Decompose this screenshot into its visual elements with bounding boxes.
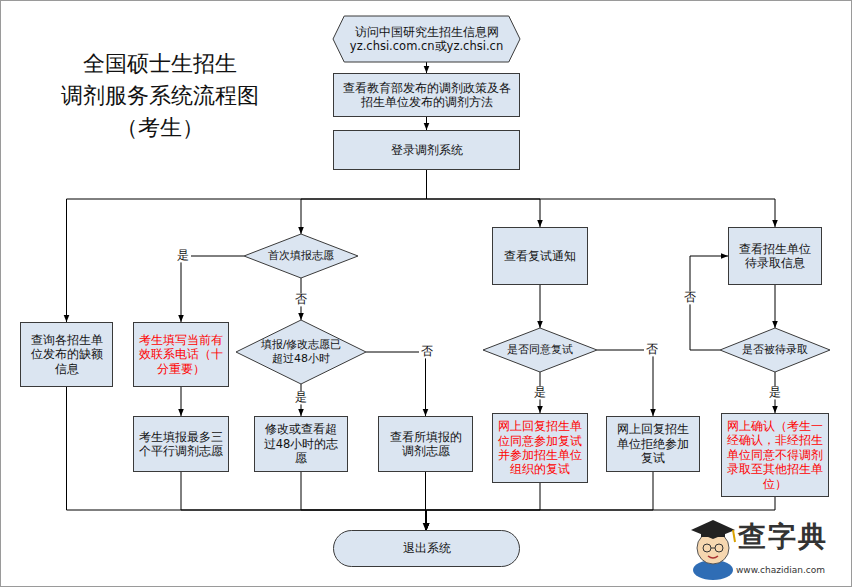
outline-shape (483, 328, 597, 372)
edge-label: 否 (419, 345, 435, 358)
flow-connector (597, 350, 653, 416)
flow-connector (426, 62, 427, 73)
node-text: 填报/修改志愿已超过48小时 (258, 338, 344, 366)
edge-label: 否 (682, 291, 698, 304)
node-text: 查看所填报的调剂志愿 (384, 430, 467, 459)
node-text: 首次填报志愿 (264, 249, 339, 263)
node-text: 是否同意复试 (503, 343, 578, 357)
node-text: 修改或查看超过48小时的志愿 (260, 422, 342, 465)
flow-connector (181, 256, 244, 322)
flow-connector (540, 285, 541, 328)
edge-label: 是 (767, 386, 783, 399)
flow-connector (301, 170, 427, 234)
flow-connector (181, 387, 182, 416)
process-box: 网上回复招生单位拒绝参加复试 (606, 416, 700, 472)
node-text: 登录调剂系统 (339, 143, 514, 157)
process-box: 查看教育部发布的调剂政策及各招生单位发布的调剂方法 (333, 73, 520, 117)
process-box: 查询各招生单位发布的缺额信息 (20, 322, 113, 387)
edge-label: 是 (293, 391, 309, 404)
start-hexagon: 访问中国研究生招生信息网 yz.chsi.com.cn或yz.chsi.cn (333, 16, 520, 62)
flow-connector (67, 170, 427, 322)
node-text: 查看教育部发布的调剂政策及各招生单位发布的调剂方法 (339, 81, 514, 110)
decision-diamond: 是否被待录取 (720, 328, 830, 372)
process-box: 修改或查看超过48小时的志愿 (254, 416, 348, 472)
watermark-url: www.chazidian.com (736, 566, 825, 576)
node-text: 网上回复招生单位拒绝参加复试 (612, 422, 694, 465)
process-box: 网上回复招生单位同意参加复试并参加招生单位组织的复试 (492, 413, 588, 483)
process-box: 考生填报最多三个平行调剂志愿 (133, 416, 229, 472)
outline-shape (244, 234, 358, 278)
decision-diamond: 首次填报志愿 (244, 234, 358, 278)
flow-connector (425, 472, 426, 530)
edge-label: 是 (175, 249, 191, 262)
process-box: 查看复试通知 (492, 227, 588, 285)
logo-figure (683, 512, 743, 582)
process-box: 网上确认（考生一经确认，非经招生单位同意不得调剂录取至其他招生单位） (721, 413, 829, 497)
node-text: 考生填报最多三个平行调剂志愿 (139, 430, 223, 459)
flow-connector (366, 352, 426, 416)
outline-shape (720, 328, 830, 372)
node-text: 是否被待录取 (739, 343, 812, 357)
edge-label: 是 (532, 386, 548, 399)
end-terminal: 退出系统 (333, 530, 520, 567)
process-box: 考生填写当前有效联系电话（十分重要） (133, 322, 229, 387)
node-text: 查看招生单位待录取信息 (734, 242, 816, 271)
node-text: 查看复试通知 (498, 249, 582, 263)
process-box: 登录调剂系统 (333, 130, 520, 170)
edge-label: 否 (293, 293, 309, 306)
flow-connector (426, 117, 427, 130)
decision-diamond: 是否同意复试 (483, 328, 597, 372)
node-text: 退出系统 (342, 541, 511, 555)
flow-connector (775, 285, 776, 328)
flow-connector (67, 387, 427, 530)
process-box: 查看招生单位待录取信息 (728, 227, 822, 285)
edge-label: 否 (644, 343, 660, 356)
outline-shape (333, 16, 520, 62)
node-text: 考生填写当前有效联系电话（十分重要） (139, 333, 223, 376)
outline-shape (236, 320, 366, 384)
node-text: 查询各招生单位发布的缺额信息 (26, 333, 107, 376)
decision-diamond: 填报/修改志愿已超过48小时 (236, 320, 366, 384)
watermark-text: 查字典 (738, 522, 828, 553)
process-box: 查看所填报的调剂志愿 (378, 416, 473, 472)
node-text: 访问中国研究生招生信息网 yz.chsi.com.cn或yz.chsi.cn (346, 25, 507, 54)
flow-connector (427, 483, 541, 530)
flow-connector (427, 170, 776, 227)
flow-connector (181, 472, 427, 530)
node-text: 网上确认（考生一经确认，非经招生单位同意不得调剂录取至其他招生单位） (727, 419, 823, 491)
node-text: 网上回复招生单位同意参加复试并参加招生单位组织的复试 (498, 419, 582, 477)
flow-connector (301, 472, 427, 530)
diagram-title: 全国硕士生招生 调剂服务系统流程图 （考生） (40, 48, 280, 144)
